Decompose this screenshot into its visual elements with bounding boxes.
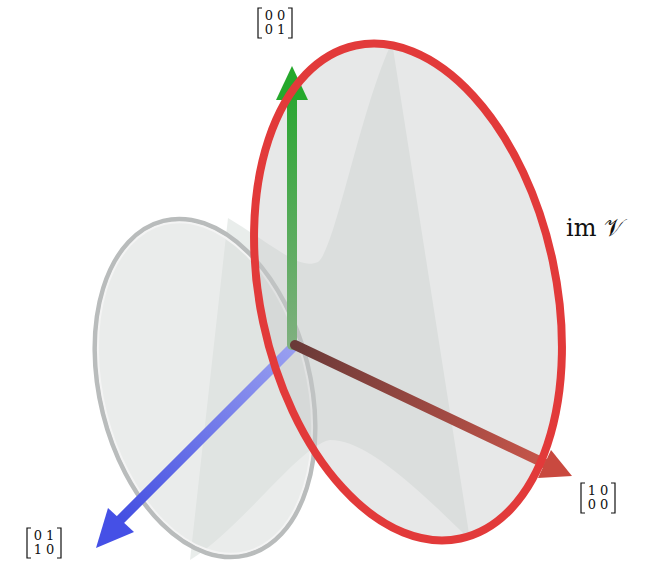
red-rim [211, 15, 605, 570]
upper-disc [211, 15, 605, 570]
matrix-row: 0 0 [585, 498, 611, 512]
image-label: im 𝒱 [566, 214, 624, 242]
blue-arrowhead [96, 508, 134, 548]
matrix-row: 0 0 [262, 9, 288, 23]
matrix-row: 0 1 [31, 529, 57, 543]
red-axis [295, 345, 548, 465]
matrix-row: 1 0 [31, 543, 57, 557]
matrix-brackets [27, 8, 615, 558]
matrix-row: 1 0 [585, 484, 611, 498]
green-axis [287, 92, 297, 345]
matrix-row: 0 1 [262, 23, 288, 37]
blue-axis [118, 345, 295, 522]
